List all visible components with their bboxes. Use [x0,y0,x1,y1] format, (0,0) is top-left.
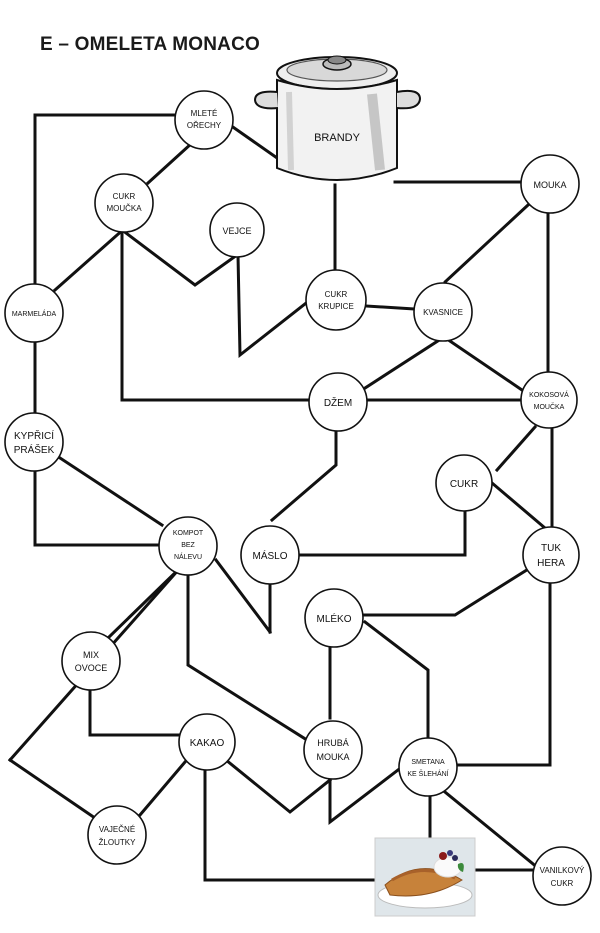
path-cukr-vejce [119,227,240,287]
path-cukr-dzem [120,228,310,402]
svg-text:VANILKOVÝ: VANILKOVÝ [540,866,585,875]
svg-text:MOUČKA: MOUČKA [106,204,142,213]
svg-text:MOUKA: MOUKA [316,752,349,762]
node-smetana-ke-slehani: SMETANA KE ŠLEHÁNÍ [398,737,458,797]
svg-text:MLÉKO: MLÉKO [316,612,351,625]
svg-text:KVASNICE: KVASNICE [423,308,463,317]
path-kompot-maslo [213,557,273,635]
path-mleko-smetana [362,619,430,742]
path-hruba-smetana [328,767,401,826]
svg-text:KRUPICE: KRUPICE [318,302,354,311]
path-dzem-maslo [269,426,338,523]
node-vejce: VEJCE [209,202,265,258]
path-tuk-smetana [456,581,552,767]
node-mlete-orechy: MLETÉ OŘECHY [174,90,234,150]
path-kakao-bottom [203,768,377,882]
svg-text:OŘECHY: OŘECHY [187,121,222,130]
path-kompot-hruba [186,573,310,743]
path-vejce-zigzag [236,253,313,359]
omelette-photo [374,837,476,917]
path-kvasnice-kokosova [441,334,525,393]
path-orechy-cukr [145,140,195,186]
path-cukr-tuk [489,480,548,531]
svg-text:ŽLOUTKY: ŽLOUTKY [99,838,137,847]
path-kakao-vajecne [137,759,188,818]
node-marmelada: MARMELÁDA [4,283,64,343]
path-cukr-maslo [298,508,467,557]
path-krupice-kvasnice [364,304,417,311]
maze-paths [7,113,554,882]
node-mleko: MLÉKO [304,588,364,648]
svg-text:SMETANA: SMETANA [411,759,445,766]
node-kompot-bez-nalevu: KOMPOT BEZ NÁLEVU [158,516,218,576]
node-dzem: DŽEM [308,372,368,432]
svg-text:KE ŠLEHÁNÍ: KE ŠLEHÁNÍ [407,769,448,778]
path-kvasnice-mouka [443,202,531,289]
svg-text:CUKR: CUKR [113,192,136,201]
node-kakao: KAKAO [178,713,236,771]
path-orechy-pot [227,122,283,163]
svg-text:MIX: MIX [83,650,99,660]
svg-text:MOUKA: MOUKA [533,180,566,190]
svg-text:NÁLEVU: NÁLEVU [174,552,202,561]
path-kokosova-cukr [494,424,538,473]
svg-text:CUKR: CUKR [551,879,574,888]
node-maslo: MÁSLO [240,525,300,585]
svg-text:DŽEM: DŽEM [324,396,352,409]
svg-text:MÁSLO: MÁSLO [252,549,287,562]
path-kakao-hruba [223,757,333,814]
path-left-top [33,113,177,302]
svg-text:KOMPOT: KOMPOT [173,530,204,537]
node-kvasnice: KVASNICE [413,282,473,342]
nodes: MLETÉ OŘECHY CUKR MOUČKA VEJCE MOUKA MAR… [4,90,592,906]
svg-text:BEZ: BEZ [181,542,195,549]
path-smetana-vanilkovy [442,789,541,871]
node-vanilkovy-cukr: VANILKOVÝ CUKR [532,846,592,906]
svg-text:PRÁŠEK: PRÁŠEK [14,443,55,456]
node-mix-ovoce: MIX OVOCE [61,631,121,691]
pot-label: BRANDY [314,132,361,144]
svg-text:HERA: HERA [537,558,565,569]
svg-text:VAJEČNÉ: VAJEČNÉ [99,825,135,834]
node-vajecne-zloutky: VAJEČNÉ ŽLOUTKY [87,805,147,865]
path-cukr-marmelada [52,225,128,293]
path-tuk-mleko [363,565,533,617]
node-cukr-krupice: CUKR KRUPICE [305,269,367,331]
svg-text:VEJCE: VEJCE [222,226,251,236]
node-cukr: CUKR [435,454,493,512]
svg-text:MOUČKA: MOUČKA [534,402,565,411]
pot-illustration: BRANDY [253,55,422,181]
node-kokosova-moucka: KOKOSOVÁ MOUČKA [520,371,578,429]
node-mouka-top: MOUKA [520,154,580,214]
svg-text:KAKAO: KAKAO [190,738,225,749]
svg-text:TUK: TUK [541,543,561,554]
path-left-vajecne [7,757,98,821]
path-kypr-kompot-diag [57,455,165,528]
svg-text:CUKR: CUKR [450,479,478,490]
svg-text:OVOCE: OVOCE [75,663,108,673]
svg-text:KYPŘICÍ: KYPŘICÍ [14,429,54,442]
svg-text:MLETÉ: MLETÉ [191,109,218,118]
svg-text:HRUBÁ: HRUBÁ [317,738,349,748]
svg-text:CUKR: CUKR [325,290,348,299]
node-kyprici-prasek: KYPŘICÍ PRÁŠEK [4,412,64,472]
node-cukr-moucka: CUKR MOUČKA [94,173,154,233]
path-kypr-kompot [33,464,160,547]
svg-text:KOKOSOVÁ: KOKOSOVÁ [529,390,569,399]
path-kvasnice-dzem [359,334,447,393]
svg-text:MARMELÁDA: MARMELÁDA [12,309,57,318]
page-title: E – OMELETA MONACO [40,34,260,55]
path-mix-kakao [88,686,182,737]
node-tuk-hera: TUK HERA [522,526,580,584]
node-hruba-mouka: HRUBÁ MOUKA [303,720,363,780]
